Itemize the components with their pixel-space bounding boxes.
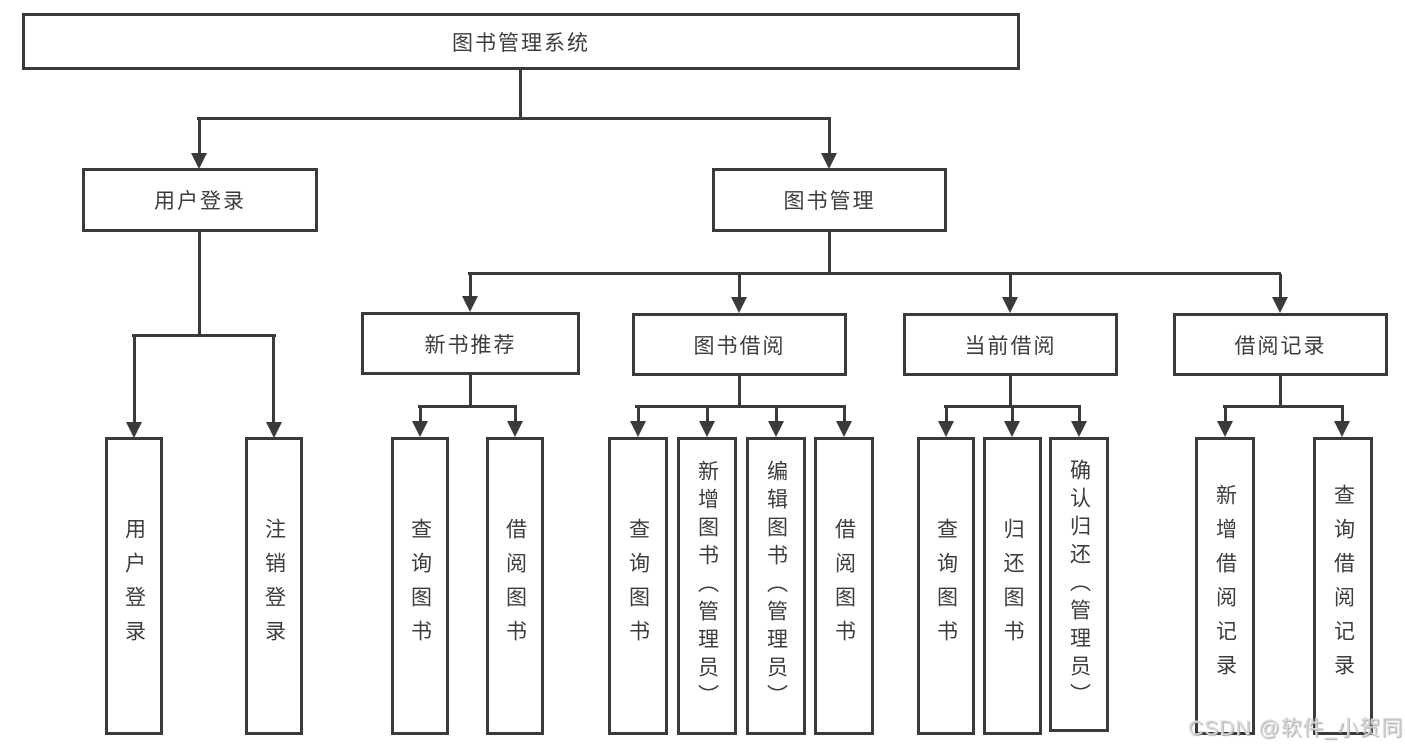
- connector-line: [198, 119, 201, 156]
- leaf-logout-label: 注销登录: [262, 518, 286, 654]
- leaf-recommend-borrow-books: 借阅图书: [486, 437, 544, 735]
- arrowhead: [507, 421, 523, 437]
- node-user-login: 用户登录: [82, 168, 318, 232]
- connector-line: [1009, 376, 1012, 407]
- arrowhead: [1272, 297, 1288, 313]
- arrowhead: [1071, 421, 1087, 437]
- arrowhead: [412, 421, 428, 437]
- leaf-return-books: 归还图书: [983, 437, 1042, 735]
- connector-line: [469, 375, 472, 407]
- connector-line: [197, 117, 831, 120]
- connector-line: [1223, 405, 1344, 408]
- leaf-borrow-books: 借阅图书: [814, 437, 874, 735]
- arrowhead: [126, 422, 142, 438]
- connector-line: [519, 70, 522, 119]
- leaf-borrow-query-books-label: 查询图书: [626, 518, 650, 654]
- connector-line: [132, 334, 276, 337]
- node-borrow-records-label: 借阅记录: [1234, 334, 1327, 358]
- leaf-query-borrow-record-label: 查询借阅记录: [1331, 484, 1355, 688]
- connector-line: [828, 232, 831, 275]
- connector-line: [468, 272, 1281, 275]
- arrowhead: [938, 421, 954, 437]
- leaf-edit-books-admin: 编辑图书（管理员）: [746, 437, 806, 735]
- connector-line: [775, 407, 778, 423]
- leaf-edit-books-admin-label: 编辑图书（管理员）: [764, 460, 788, 712]
- node-root-label: 图书管理系统: [452, 31, 590, 55]
- arrowhead: [1334, 421, 1350, 437]
- connector-line: [1279, 376, 1282, 407]
- connector-line: [945, 407, 948, 423]
- connector-line: [843, 407, 846, 423]
- node-book-borrow-label: 图书借阅: [693, 334, 786, 358]
- connector-line: [738, 274, 741, 300]
- arrowhead: [1002, 297, 1018, 313]
- leaf-return-books-label: 归还图书: [1001, 518, 1025, 654]
- connector-line: [1011, 407, 1014, 423]
- node-current-borrow: 当前借阅: [903, 313, 1118, 376]
- leaf-recommend-borrow-books-label: 借阅图书: [503, 518, 527, 654]
- connector-line: [272, 336, 275, 425]
- node-book-management: 图书管理: [712, 168, 947, 232]
- connector-line: [469, 274, 472, 300]
- arrowhead: [191, 153, 207, 169]
- connector-line: [1224, 407, 1227, 423]
- node-current-borrow-label: 当前借阅: [964, 334, 1057, 358]
- arrowhead: [1004, 421, 1020, 437]
- connector-line: [706, 407, 709, 423]
- connector-line: [1279, 274, 1282, 300]
- connector-line: [133, 336, 136, 425]
- connector-line: [637, 407, 640, 423]
- leaf-add-borrow-record: 新增借阅记录: [1195, 437, 1255, 735]
- leaf-add-books-admin: 新增图书（管理员）: [677, 437, 737, 735]
- leaf-query-borrow-record: 查询借阅记录: [1313, 437, 1373, 735]
- leaf-borrow-books-label: 借阅图书: [832, 518, 856, 654]
- arrowhead: [1217, 421, 1233, 437]
- connector-line: [1078, 407, 1081, 423]
- connector-line: [1341, 407, 1344, 423]
- arrowhead: [836, 421, 852, 437]
- leaf-add-borrow-record-label: 新增借阅记录: [1213, 484, 1237, 688]
- connector-line: [419, 407, 422, 423]
- connector-line: [1009, 274, 1012, 300]
- arrowhead: [266, 422, 282, 438]
- leaf-user-login-label: 用户登录: [122, 518, 146, 654]
- leaf-confirm-return-admin-label: 确认归还（管理员）: [1067, 458, 1091, 711]
- connector-line: [738, 376, 741, 407]
- node-new-book-recommend-label: 新书推荐: [424, 333, 517, 357]
- leaf-user-login: 用户登录: [105, 437, 163, 735]
- node-root: 图书管理系统: [22, 13, 1020, 70]
- leaf-current-query-books-label: 查询图书: [934, 518, 958, 654]
- csdn-watermark: CSDN @软件_小贺同学: [1188, 717, 1405, 740]
- node-user-login-label: 用户登录: [154, 190, 246, 213]
- arrowhead: [821, 153, 837, 169]
- arrowhead: [768, 421, 784, 437]
- node-book-management-label: 图书管理: [783, 190, 876, 213]
- arrowhead: [630, 421, 646, 437]
- leaf-recommend-query-books: 查询图书: [391, 437, 449, 735]
- leaf-current-query-books: 查询图书: [917, 437, 975, 735]
- node-book-borrow: 图书借阅: [632, 313, 847, 376]
- node-borrow-records: 借阅记录: [1173, 313, 1388, 376]
- leaf-add-books-admin-label: 新增图书（管理员）: [695, 460, 719, 712]
- connector-line: [944, 405, 1081, 408]
- connector-line: [828, 119, 831, 156]
- connector-line: [418, 405, 517, 408]
- arrowhead: [731, 297, 747, 313]
- connector-line: [198, 232, 201, 336]
- arrowhead: [699, 421, 715, 437]
- connector-line: [635, 405, 846, 408]
- node-new-book-recommend: 新书推荐: [361, 312, 580, 375]
- arrowhead: [462, 296, 478, 312]
- leaf-borrow-query-books: 查询图书: [608, 437, 668, 735]
- connector-line: [514, 407, 517, 423]
- leaf-logout: 注销登录: [245, 437, 303, 735]
- leaf-recommend-query-books-label: 查询图书: [408, 518, 432, 654]
- leaf-confirm-return-admin: 确认归还（管理员）: [1049, 437, 1109, 732]
